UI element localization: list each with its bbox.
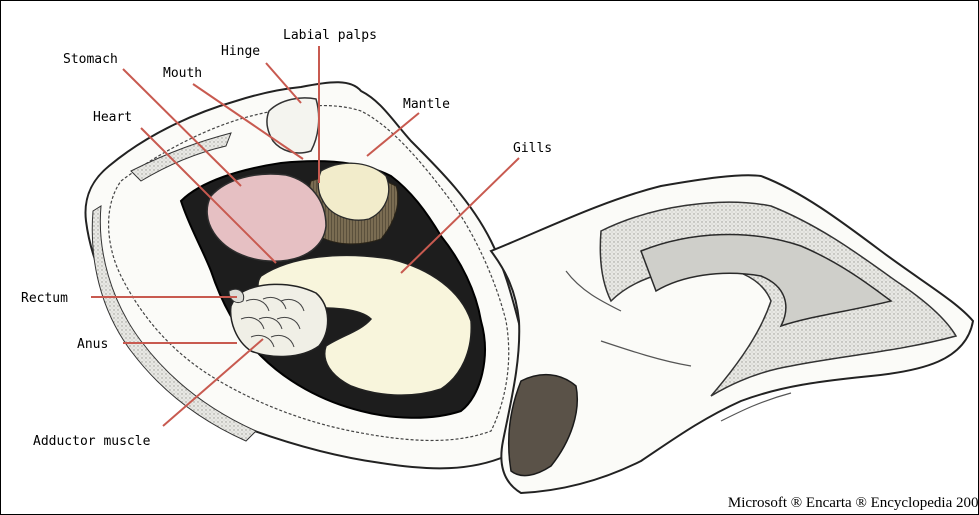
label-mantle: Mantle	[403, 97, 450, 112]
label-gills: Gills	[513, 141, 552, 156]
right-shell	[491, 175, 973, 493]
label-mouth: Mouth	[163, 66, 202, 81]
label-rectum: Rectum	[21, 291, 68, 306]
adductor-muscle-part	[231, 284, 328, 356]
label-adductor-muscle: Adductor muscle	[33, 434, 151, 449]
label-anus: Anus	[77, 337, 108, 352]
label-stomach: Stomach	[63, 52, 118, 67]
label-heart: Heart	[93, 110, 132, 125]
label-hinge: Hinge	[221, 44, 260, 59]
label-labial-palps: Labial palps	[283, 28, 377, 43]
copyright-notice: Microsoft ® Encarta ® Encyclopedia 2004	[728, 495, 979, 512]
